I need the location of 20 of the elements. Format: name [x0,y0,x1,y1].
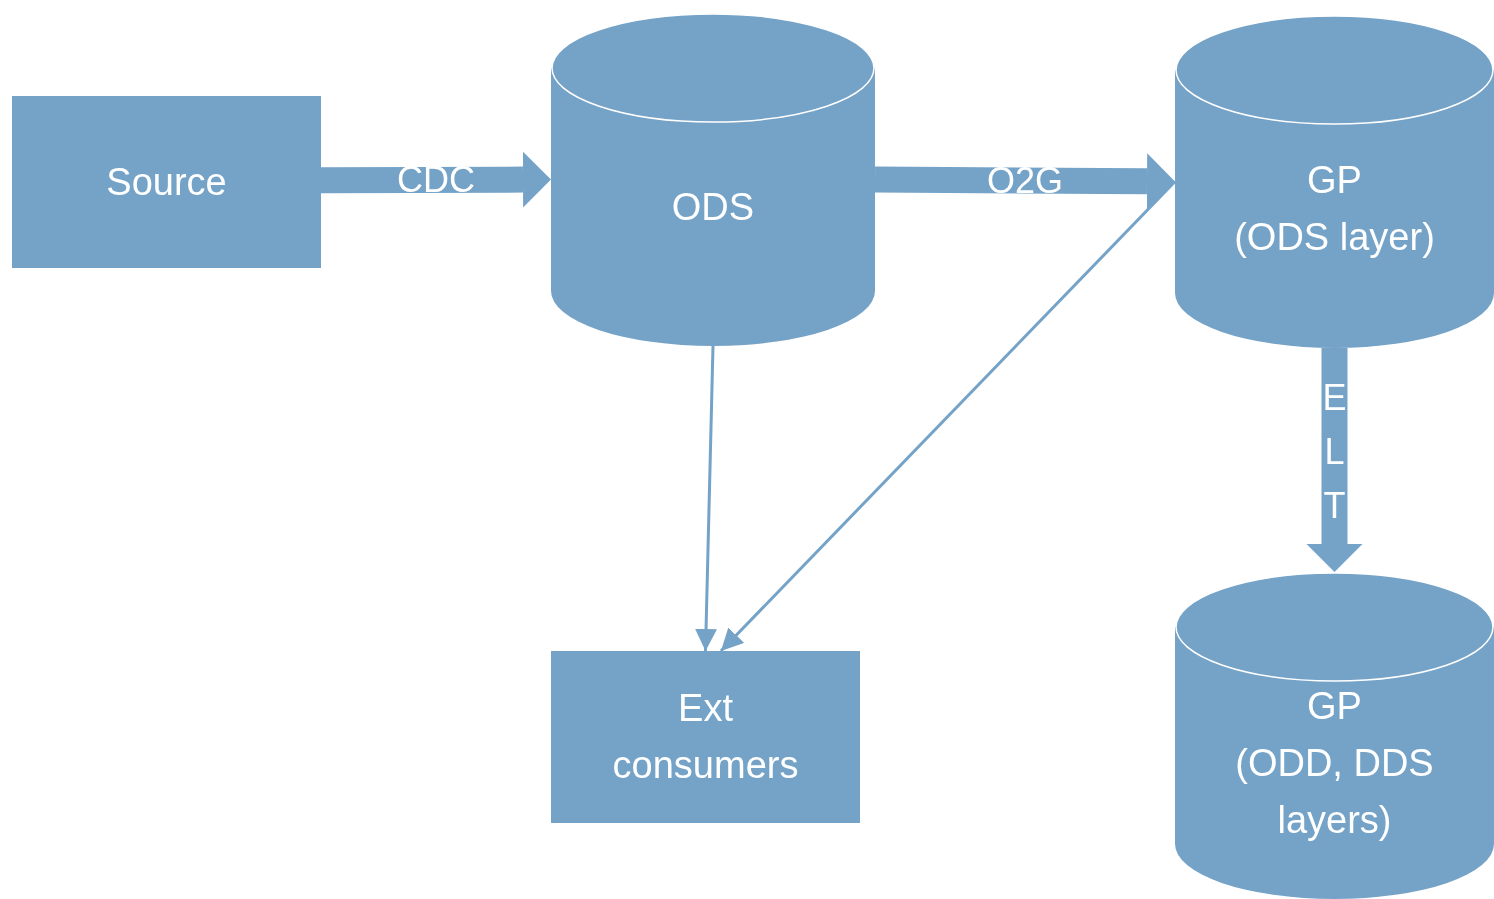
node-label: Ext consumers [611,686,800,788]
block-arrow [874,153,1175,210]
arrow [719,180,1177,653]
node-label: (ODD, DDS layers) [1234,740,1435,843]
block-arrow [320,151,551,208]
database-cylinder [1175,15,1494,348]
node-label: GP [1307,683,1362,729]
edge-label: CDC [397,157,475,202]
process-box [12,96,321,268]
node-label: Source [106,159,227,205]
node-label: ODS [671,184,755,230]
database-cylinder [551,13,875,346]
edge-label: ELT [1321,376,1348,528]
block-arrow [1306,348,1363,572]
arrow [695,345,718,652]
process-box [551,651,860,823]
node-label: (ODS layer) [1234,215,1435,260]
database-cylinder [1175,572,1494,899]
edge-label: O2G [987,158,1063,203]
node-label: GP [1307,158,1362,203]
